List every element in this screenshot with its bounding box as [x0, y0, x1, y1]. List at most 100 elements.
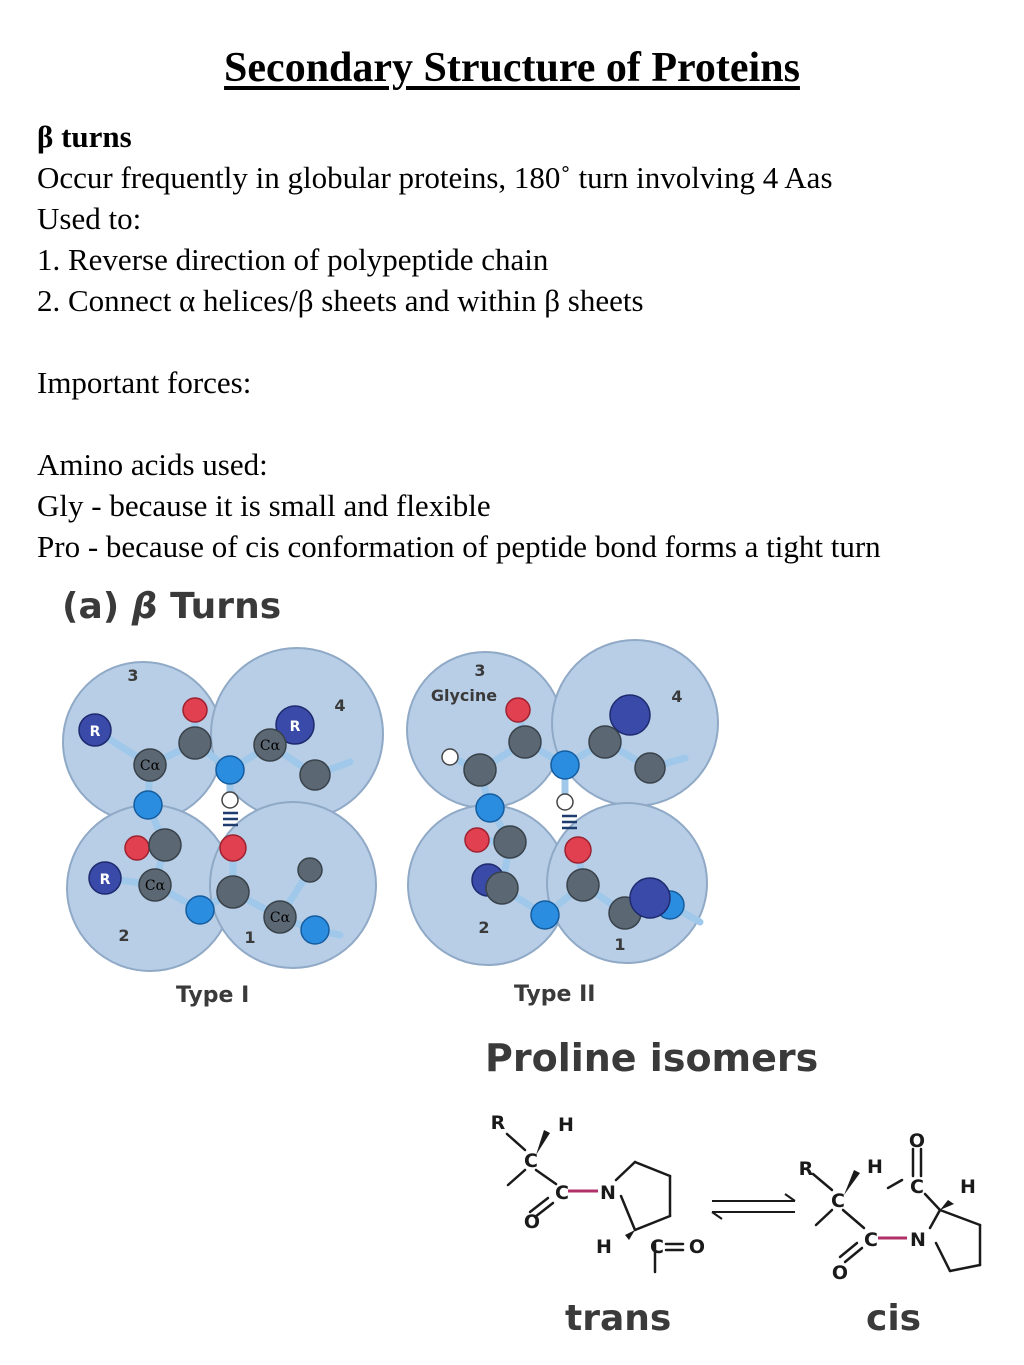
figure-a-heading: (a) β Turns [62, 586, 281, 627]
text-line-1: Occur frequently in globular proteins, 1… [37, 160, 833, 195]
alpha-carbon-atom [588, 725, 622, 759]
r-group-label: R [100, 872, 111, 888]
carbon-atom [216, 875, 250, 909]
oxygen-atom [464, 827, 490, 853]
alpha-carbon-atom [133, 748, 167, 782]
atom-h: H [596, 1236, 612, 1258]
alpha-carbon-atom [263, 900, 297, 934]
alpha-carbon-atom [485, 871, 519, 905]
wedge-bond [844, 1170, 860, 1195]
nitrogen-atom [530, 900, 560, 930]
residue-number-3: 3 [474, 661, 485, 680]
proline-isomers-heading: Proline isomers [485, 1036, 819, 1080]
type-ii-turn: 3 Glycine 4 2 1 [406, 639, 719, 966]
residue-number-2: 2 [118, 926, 129, 945]
atom-h: H [558, 1114, 574, 1136]
residue-number-1: 1 [244, 928, 255, 947]
oxygen-atom [505, 697, 531, 723]
atom-h: H [960, 1176, 976, 1198]
atom-c: C [524, 1150, 538, 1172]
carbon-atom [508, 725, 542, 759]
cis-label: cis [866, 1298, 922, 1339]
oxygen-atom [564, 836, 592, 864]
r-group-atom [609, 694, 651, 736]
atom-c: C [864, 1229, 878, 1251]
nitrogen-atom [185, 895, 215, 925]
text-line-7: Gly - because it is small and flexible [37, 488, 491, 523]
residue-number-1: 1 [614, 935, 625, 954]
text-line-8: Pro - because of cis conformation of pep… [37, 529, 881, 564]
carbon-atom [297, 857, 323, 883]
type-i-label: Type I [176, 983, 250, 1008]
trans-proline-structure: R H C C N O H C O [491, 1112, 705, 1274]
alpha-carbon-atom [463, 753, 497, 787]
atom-c: C [831, 1190, 845, 1212]
proline-isomers-diagram: R H C C N O H C O [491, 1112, 982, 1284]
text-line-3: 1. Reverse direction of polypeptide chai… [37, 242, 549, 277]
hydrogen-atom [221, 791, 239, 809]
beta-turns-heading: β turns [37, 119, 132, 154]
oxygen-atom [124, 835, 150, 861]
nitrogen-atom [215, 755, 245, 785]
atom-c: C [910, 1176, 924, 1198]
atom-o: O [524, 1211, 540, 1233]
ca-label: Cα [270, 910, 291, 926]
atom-r: R [491, 1112, 506, 1134]
atom-r: R [799, 1158, 814, 1180]
residue-number-4: 4 [334, 696, 345, 715]
nitrogen-atom [133, 790, 163, 820]
alpha-carbon-atom [253, 728, 287, 762]
atom-o: O [909, 1130, 925, 1152]
r-group-atom [629, 877, 671, 919]
nitrogen-atom [475, 793, 505, 823]
page-title: Secondary Structure of Proteins [224, 45, 800, 91]
text-line-4: 2. Connect α helices/β sheets and within… [37, 283, 644, 318]
glycine-label: Glycine [431, 686, 497, 705]
blank-line [37, 321, 1007, 362]
text-line-6: Amino acids used: [37, 447, 268, 482]
wedge-bond [940, 1200, 954, 1210]
wedge-bond [625, 1230, 635, 1240]
carbon-atom [493, 825, 527, 859]
cis-proline-structure: O R H C H C C N O [799, 1130, 982, 1284]
trans-label: trans [565, 1298, 672, 1339]
type-ii-label: Type II [514, 982, 596, 1007]
body-text: β turns Occur frequently in globular pro… [37, 116, 1007, 567]
residue-number-3: 3 [127, 666, 138, 685]
ca-label: Cα [260, 738, 281, 754]
atom-c: C [555, 1182, 569, 1204]
blank-line [37, 403, 1007, 444]
equilibrium-arrows [711, 1193, 796, 1220]
carbon-atom [178, 726, 212, 760]
residue-number-2: 2 [478, 918, 489, 937]
atom-o: O [689, 1236, 705, 1258]
type-i-hydrogen-bond [223, 811, 238, 827]
r-group-label: R [290, 719, 301, 735]
carbon-atom [566, 868, 600, 902]
r-group-atom [78, 713, 112, 747]
atom-c: C [650, 1236, 664, 1258]
residue-sphere-1 [209, 801, 377, 969]
type-i-turn: R R R Cα Cα Cα [62, 647, 384, 972]
nitrogen-atom [300, 915, 330, 945]
hydrogen-atom [441, 748, 459, 766]
oxygen-atom [219, 834, 247, 862]
r-group-atom [88, 861, 122, 895]
ca-label: Cα [145, 878, 166, 894]
alpha-carbon-atom [138, 868, 172, 902]
carbon-atom [148, 828, 182, 862]
figure-a-prefix: (a) [62, 586, 120, 627]
nitrogen-atom [550, 750, 580, 780]
r-group-atom [275, 705, 315, 745]
r-group-label: R [90, 724, 101, 740]
carbon-atom [299, 759, 331, 791]
text-line-2: Used to: [37, 201, 142, 236]
atom-h: H [867, 1156, 883, 1178]
text-line-5: Important forces: [37, 365, 252, 400]
atom-n: N [910, 1229, 926, 1251]
type-ii-hydrogen-bond [562, 814, 577, 830]
atom-n: N [600, 1182, 616, 1204]
oxygen-atom [182, 697, 208, 723]
carbon-atom [634, 752, 666, 784]
